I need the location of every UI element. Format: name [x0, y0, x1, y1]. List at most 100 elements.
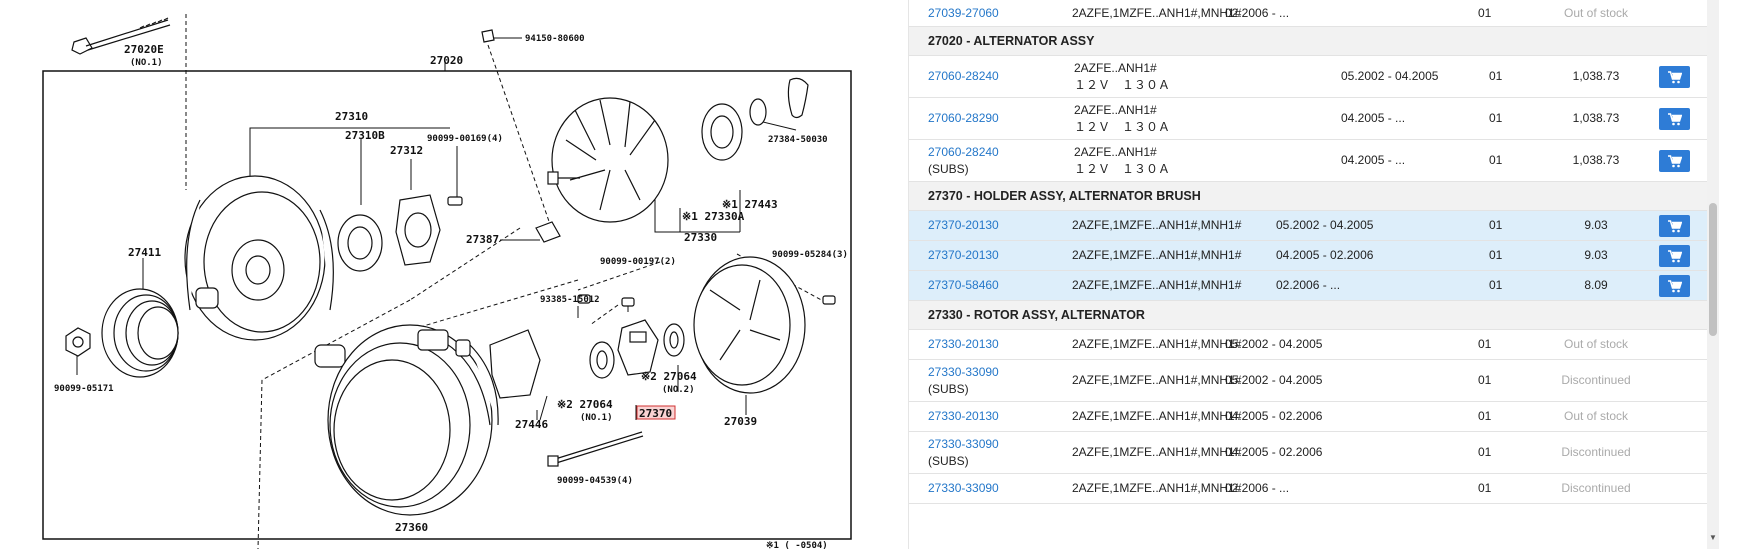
- add-to-cart-button[interactable]: [1659, 108, 1690, 130]
- quantity: 01: [1489, 248, 1503, 262]
- cover-27384: [787, 77, 809, 119]
- model-code: 2AZFE,1MZFE..ANH1#,MNH1#: [1072, 278, 1242, 292]
- model-cell: 2AZFE,1MZFE..ANH1#,MNH1#: [1072, 402, 1241, 431]
- part-number-link[interactable]: 27330-20130: [928, 337, 999, 351]
- model-cell: 2AZFE,1MZFE..ANH1#,MNH1#: [1072, 330, 1241, 359]
- price: 1,038.73: [1572, 153, 1620, 167]
- stock-status: Out of stock: [1563, 337, 1629, 351]
- model-cell: 2AZFE,1MZFE..ANH1#,MNH1#: [1072, 360, 1241, 401]
- part-cell: 27039-27060: [928, 0, 999, 26]
- parts-table: 27039-27060 2AZFE,1MZFE..ANH1#,MNH1# 02.20…: [908, 0, 1707, 549]
- group-title: 27330 - ROTOR ASSY, ALTERNATOR: [928, 307, 1145, 322]
- model-code: 2AZFE,1MZFE..ANH1#,MNH1#: [1072, 445, 1242, 459]
- small-screws: [577, 294, 836, 307]
- quantity: 01: [1478, 5, 1492, 20]
- part-number-link[interactable]: 27330-20130: [928, 409, 999, 423]
- callout-27384: 27384-50030: [768, 135, 828, 145]
- date-range: 04.2005 - ...: [1341, 111, 1406, 125]
- cart-icon: [1667, 279, 1682, 292]
- part-number-link[interactable]: 27330-33090: [928, 436, 999, 451]
- model-cell: 2AZFE..ANH1# １２Ｖ １３０Ａ: [1074, 140, 1170, 181]
- table-row: 27330-33090 (SUBS) 2AZFE,1MZFE..ANH1#,MNH1…: [909, 432, 1707, 474]
- part-number-link[interactable]: 27370-20130: [928, 218, 999, 232]
- part-number-link[interactable]: 27330-33090: [928, 364, 999, 379]
- scroll-down-arrow-icon[interactable]: ▼: [1709, 533, 1717, 542]
- group-header: 27370 - HOLDER ASSY, ALTERNATOR BRUSH: [909, 182, 1707, 211]
- model-cell: 2AZFE,1MZFE..ANH1#,MNH1#: [1072, 271, 1241, 300]
- model-code: 2AZFE,1MZFE..ANH1#,MNH1#: [1072, 481, 1242, 495]
- bolt-27020e: [71, 17, 171, 55]
- pulley-27411: [101, 288, 179, 378]
- stock-status: Discontinued: [1561, 373, 1631, 387]
- group-title: 27020 - ALTERNATOR ASSY: [928, 33, 1095, 48]
- part-cell: 27330-33090(SUBS): [928, 360, 999, 401]
- part-number-link[interactable]: 27039-27060: [928, 5, 999, 20]
- model-code: 2AZFE,1MZFE..ANH1#,MNH1#: [1072, 409, 1242, 423]
- model-spec: １２Ｖ １３０Ａ: [1074, 161, 1171, 176]
- date-range: 05.2002 - 04.2005: [1341, 69, 1439, 83]
- cart-icon: [1667, 154, 1682, 167]
- part-number-link[interactable]: 27370-20130: [928, 248, 999, 262]
- callout-27064-no2-sub: (NO.2): [662, 385, 695, 395]
- cart-icon: [1667, 219, 1682, 232]
- bracket-27446: [489, 329, 541, 399]
- subs-label: (SUBS): [928, 453, 969, 468]
- add-to-cart-button[interactable]: [1659, 66, 1690, 88]
- part-number-link[interactable]: 27060-28240: [928, 69, 999, 83]
- model-code: 2AZFE,1MZFE..ANH1#,MNH1#: [1072, 218, 1242, 232]
- quantity: 01: [1478, 409, 1492, 423]
- table-row: 27370-20130 2AZFE,1MZFE..ANH1#,MNH1# 05.20…: [909, 211, 1707, 241]
- model-cell: 2AZFE..ANH1#１２Ｖ １３０Ａ: [1074, 56, 1170, 97]
- date-range: 05.2002 - 04.2005: [1276, 218, 1374, 232]
- callout-27360: 27360: [395, 521, 428, 534]
- part-cell: 27330-33090 (SUBS): [928, 432, 999, 473]
- part-cell: 27060-28290: [928, 98, 999, 139]
- part-number-link[interactable]: 27330-33090: [928, 481, 999, 495]
- callout-90099-04539: 90099-04539(4): [557, 476, 633, 486]
- callout-27330a: ※1 27330A: [682, 210, 745, 223]
- date-range: 04.2005 - 02.2006: [1276, 248, 1374, 262]
- subs-label: (SUBS): [928, 161, 969, 176]
- model-code: 2AZFE..ANH1#: [1074, 60, 1157, 75]
- date-range: 02.2006 - ...: [1276, 278, 1341, 292]
- callout-90099-00169: 90099-00169(4): [427, 134, 503, 144]
- group-header: 27330 - ROTOR ASSY, ALTERNATOR: [909, 301, 1707, 330]
- callout-27446: 27446: [515, 418, 548, 431]
- add-to-cart-button[interactable]: [1659, 150, 1690, 172]
- callout-94150: 94150-80600: [525, 34, 585, 44]
- part-number-link[interactable]: 27060-28290: [928, 111, 999, 125]
- table-row: 27370-58460 2AZFE,1MZFE..ANH1#,MNH1# 02.20…: [909, 271, 1707, 301]
- part-number-link[interactable]: 27370-58460: [928, 278, 999, 292]
- model-code: 2AZFE..ANH1#: [1074, 144, 1157, 159]
- scrollbar-thumb[interactable]: [1709, 203, 1717, 336]
- quantity: 01: [1478, 337, 1492, 351]
- add-to-cart-button[interactable]: [1659, 245, 1690, 267]
- rear-housing: [184, 175, 346, 368]
- part-cell: 27370-20130: [928, 211, 999, 240]
- add-to-cart-button[interactable]: [1659, 215, 1690, 237]
- table-row: 27330-20130 2AZFE,1MZFE..ANH1#,MNH1#04.20…: [909, 402, 1707, 432]
- date-range: 04.2005 - ...: [1341, 153, 1406, 167]
- part-number-link[interactable]: 27060-28240: [928, 144, 999, 159]
- brush-holder-27370: [617, 319, 659, 376]
- group-header: 27020 - ALTERNATOR ASSY: [909, 27, 1707, 56]
- insulator-27387: [535, 221, 561, 243]
- price: 9.03: [1584, 248, 1608, 262]
- model-cell: 2AZFE,1MZFE..ANH1#,MNH1#: [1072, 211, 1241, 240]
- cart-icon: [1667, 112, 1682, 125]
- table-row: 27060-28240 2AZFE..ANH1#１２Ｖ １３０Ａ 05.2002 -…: [909, 56, 1707, 98]
- model-code: 2AZFE..ANH1#: [1074, 102, 1157, 117]
- callout-27310: 27310: [335, 110, 368, 123]
- parts-diagram: 27020E (NO.1) 94150-80600 27020 27310 27…: [42, 14, 852, 549]
- quantity: 01: [1489, 69, 1503, 83]
- part-cell: 27060-28240: [928, 56, 999, 97]
- add-to-cart-button[interactable]: [1659, 275, 1690, 297]
- callout-27411: 27411: [128, 246, 161, 259]
- date-range: 04.2005 - 02.2006: [1225, 409, 1323, 423]
- quantity: 01: [1478, 481, 1492, 495]
- callout-27020e: 27020E: [124, 43, 164, 56]
- table-row: 27330-33090(SUBS) 2AZFE,1MZFE..ANH1#,MNH1…: [909, 360, 1707, 402]
